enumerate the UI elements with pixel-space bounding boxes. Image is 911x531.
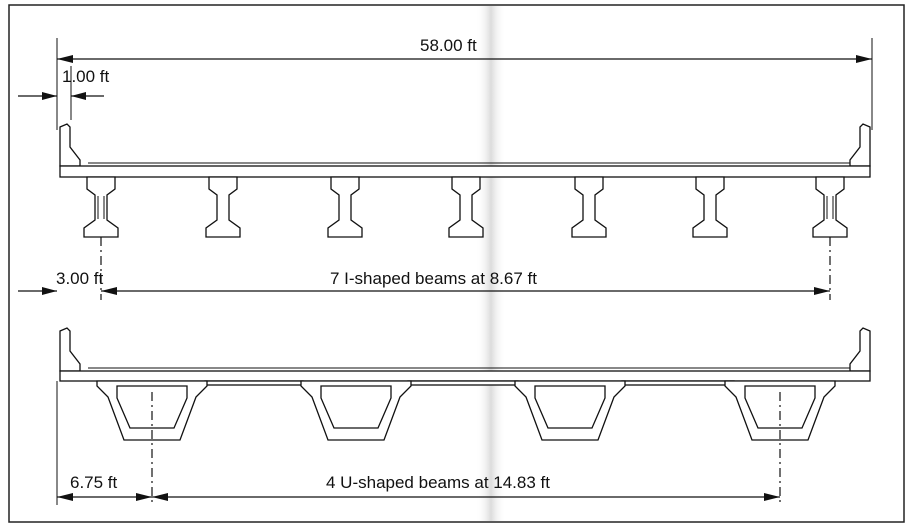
i-beam-edge-label: 3.00 ft <box>56 269 104 288</box>
u-beam-2 <box>300 380 412 441</box>
u-beam-1 <box>96 380 208 441</box>
i-beam-6 <box>692 176 728 238</box>
i-beam-deck <box>59 123 871 178</box>
overhang-label: 1.00 ft <box>62 67 110 86</box>
i-beam-5 <box>571 176 607 238</box>
i-beam-3 <box>327 176 363 238</box>
overhang-dimension: 1.00 ft <box>18 66 110 120</box>
page-fold <box>476 6 506 521</box>
deck-slab-u <box>59 370 871 382</box>
u-beam-spacing-label: 4 U-shaped beams at 14.83 ft <box>326 473 550 492</box>
figure-frame <box>8 4 905 523</box>
deck-slab <box>59 165 871 178</box>
i-beam-girders <box>83 176 848 238</box>
i-beam-spacing-label: 7 I-shaped beams at 8.67 ft <box>330 269 537 288</box>
u-beam-3 <box>514 380 626 441</box>
u-beam-dimensions: 6.75 ft 4 U-shaped beams at 14.83 ft <box>57 473 780 501</box>
overall-width-dimension: 58.00 ft <box>56 36 873 130</box>
i-beam-2 <box>205 176 241 238</box>
i-beam-dimensions: 3.00 ft 7 I-shaped beams at 8.67 ft <box>18 269 830 295</box>
overall-width-label: 58.00 ft <box>420 36 477 55</box>
i-beam-7 <box>812 176 848 238</box>
i-beam-1 <box>83 176 119 238</box>
i-beam-4 <box>448 176 484 238</box>
u-beam-edge-label: 6.75 ft <box>70 473 118 492</box>
